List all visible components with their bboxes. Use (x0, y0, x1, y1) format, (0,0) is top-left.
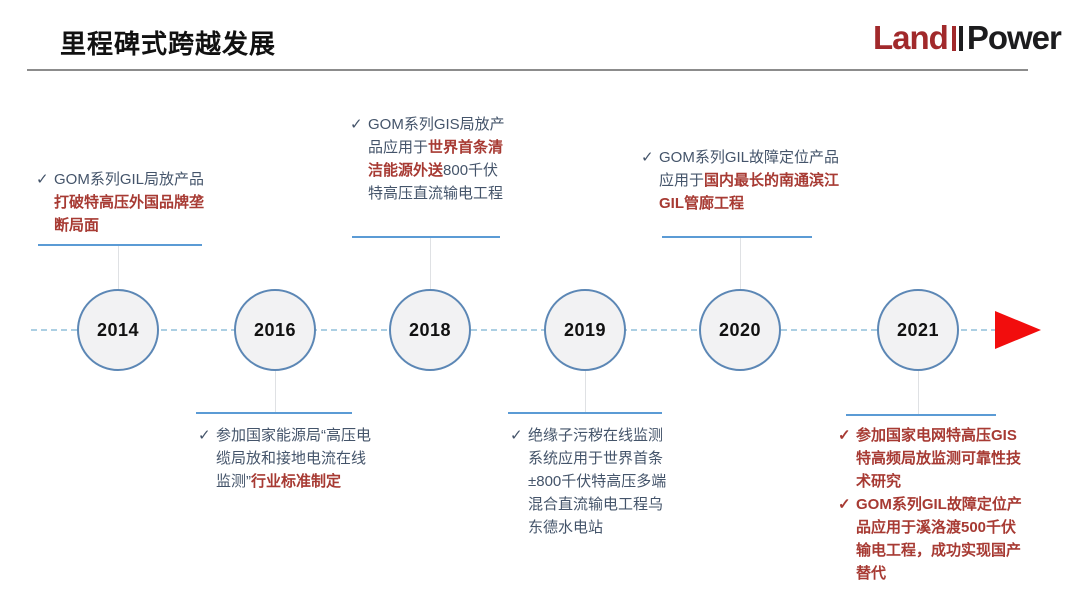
year-circle-2016: 2016 (234, 289, 316, 371)
connector-line (430, 238, 431, 289)
note-text-segment: 世界首条清洁能源外送 (368, 139, 504, 179)
logo-text-power: Power (966, 19, 1062, 56)
note-overline (846, 414, 996, 416)
connector-line (740, 238, 741, 289)
landpower-logo: Land Power (873, 18, 1062, 58)
year-label: 2019 (563, 319, 607, 340)
connector-line (275, 371, 276, 412)
note-text-segment: 参加国家电网特高压GIS特高频局放监测可靠性技术研究 (856, 427, 1022, 490)
year-circle-2018: 2018 (389, 289, 471, 371)
connector-line (918, 371, 919, 414)
check-icon: ✓ (350, 116, 363, 133)
note-item: ✓ GOM系列GIL故障定位产品应用于溪洛渡500千伏输电工程，成功实现国产替代 (838, 493, 1022, 585)
year-circle-2014: 2014 (77, 289, 159, 371)
year-label: 2021 (896, 319, 940, 340)
note-underline (352, 236, 500, 238)
note-underline (662, 236, 812, 238)
title-divider (27, 69, 1028, 71)
note-text-segment: 打破特高压外国品牌垄断局面 (54, 194, 205, 234)
note-text-segment: 行业标准制定 (251, 473, 342, 490)
note-item: ✓ GOM系列GIL故障定位产品应用于国内最长的南通滨江GIL管廊工程 (641, 146, 845, 215)
connector-line (118, 246, 119, 289)
note-text-segment: 绝缘子污秽在线监测系统应用于世界首条±800千伏特高压多端混合直流输电工程乌东德… (528, 427, 667, 536)
check-icon: ✓ (198, 427, 211, 444)
milestone-note-2018: ✓ GOM系列GIS局放产品应用于世界首条清洁能源外送800千伏特高压直流输电工程 (350, 113, 510, 205)
logo-bars-icon (951, 25, 963, 51)
timeline-axis (31, 329, 995, 331)
note-item: ✓ 参加国家能源局“高压电缆局放和接地电流在线监测”行业标准制定 (198, 424, 373, 493)
note-text-segment: GOM系列GIL局放产品 (54, 171, 205, 188)
note-text-segment: GOM系列GIS局放产品应用于 (368, 116, 505, 156)
note-overline (508, 412, 662, 414)
year-label: 2016 (253, 319, 297, 340)
milestone-note-2016: ✓ 参加国家能源局“高压电缆局放和接地电流在线监测”行业标准制定 (198, 424, 373, 493)
note-text-segment: 800千伏特高压直流输电工程 (368, 162, 504, 202)
year-label: 2020 (718, 319, 762, 340)
check-icon: ✓ (510, 427, 523, 444)
note-underline (38, 244, 202, 246)
check-icon: ✓ (36, 171, 49, 188)
note-text-segment: GOM系列GIL故障定位产品应用于 (659, 149, 840, 189)
milestone-note-2014: ✓ GOM系列GIL局放产品打破特高压外国品牌垄断局面 (36, 168, 210, 237)
page-title: 里程碑式跨越发展 (60, 29, 277, 59)
year-label: 2018 (408, 319, 452, 340)
connector-line (585, 371, 586, 412)
note-item: ✓ GOM系列GIL局放产品打破特高压外国品牌垄断局面 (36, 168, 210, 237)
year-circle-2019: 2019 (544, 289, 626, 371)
year-label: 2014 (96, 319, 140, 340)
note-item: ✓ 参加国家电网特高压GIS特高频局放监测可靠性技术研究 (838, 424, 1022, 493)
check-icon: ✓ (641, 149, 654, 166)
milestone-note-2021: ✓ 参加国家电网特高压GIS特高频局放监测可靠性技术研究 ✓ GOM系列GIL故障定位… (838, 424, 1022, 585)
note-item: ✓ GOM系列GIS局放产品应用于世界首条清洁能源外送800千伏特高压直流输电工程 (350, 113, 510, 205)
note-overline (196, 412, 352, 414)
logo-text-land: Land (873, 19, 949, 56)
check-icon: ✓ (838, 496, 851, 513)
timeline-arrow-icon (995, 311, 1041, 349)
note-text-segment: 国内最长的南通滨江GIL管廊工程 (659, 172, 840, 212)
note-text-segment: 参加国家能源局“高压电缆局放和接地电流在线监测” (216, 427, 371, 490)
note-item: ✓ 绝缘子污秽在线监测系统应用于世界首条±800千伏特高压多端混合直流输电工程乌东… (510, 424, 668, 539)
year-circle-2020: 2020 (699, 289, 781, 371)
milestone-note-2020: ✓ GOM系列GIL故障定位产品应用于国内最长的南通滨江GIL管廊工程 (641, 146, 845, 215)
milestone-note-2019: ✓ 绝缘子污秽在线监测系统应用于世界首条±800千伏特高压多端混合直流输电工程乌东… (510, 424, 668, 539)
year-circle-2021: 2021 (877, 289, 959, 371)
check-icon: ✓ (838, 427, 851, 444)
note-text-segment: GOM系列GIL故障定位产品应用于溪洛渡500千伏输电工程，成功实现国产替代 (856, 496, 1022, 582)
